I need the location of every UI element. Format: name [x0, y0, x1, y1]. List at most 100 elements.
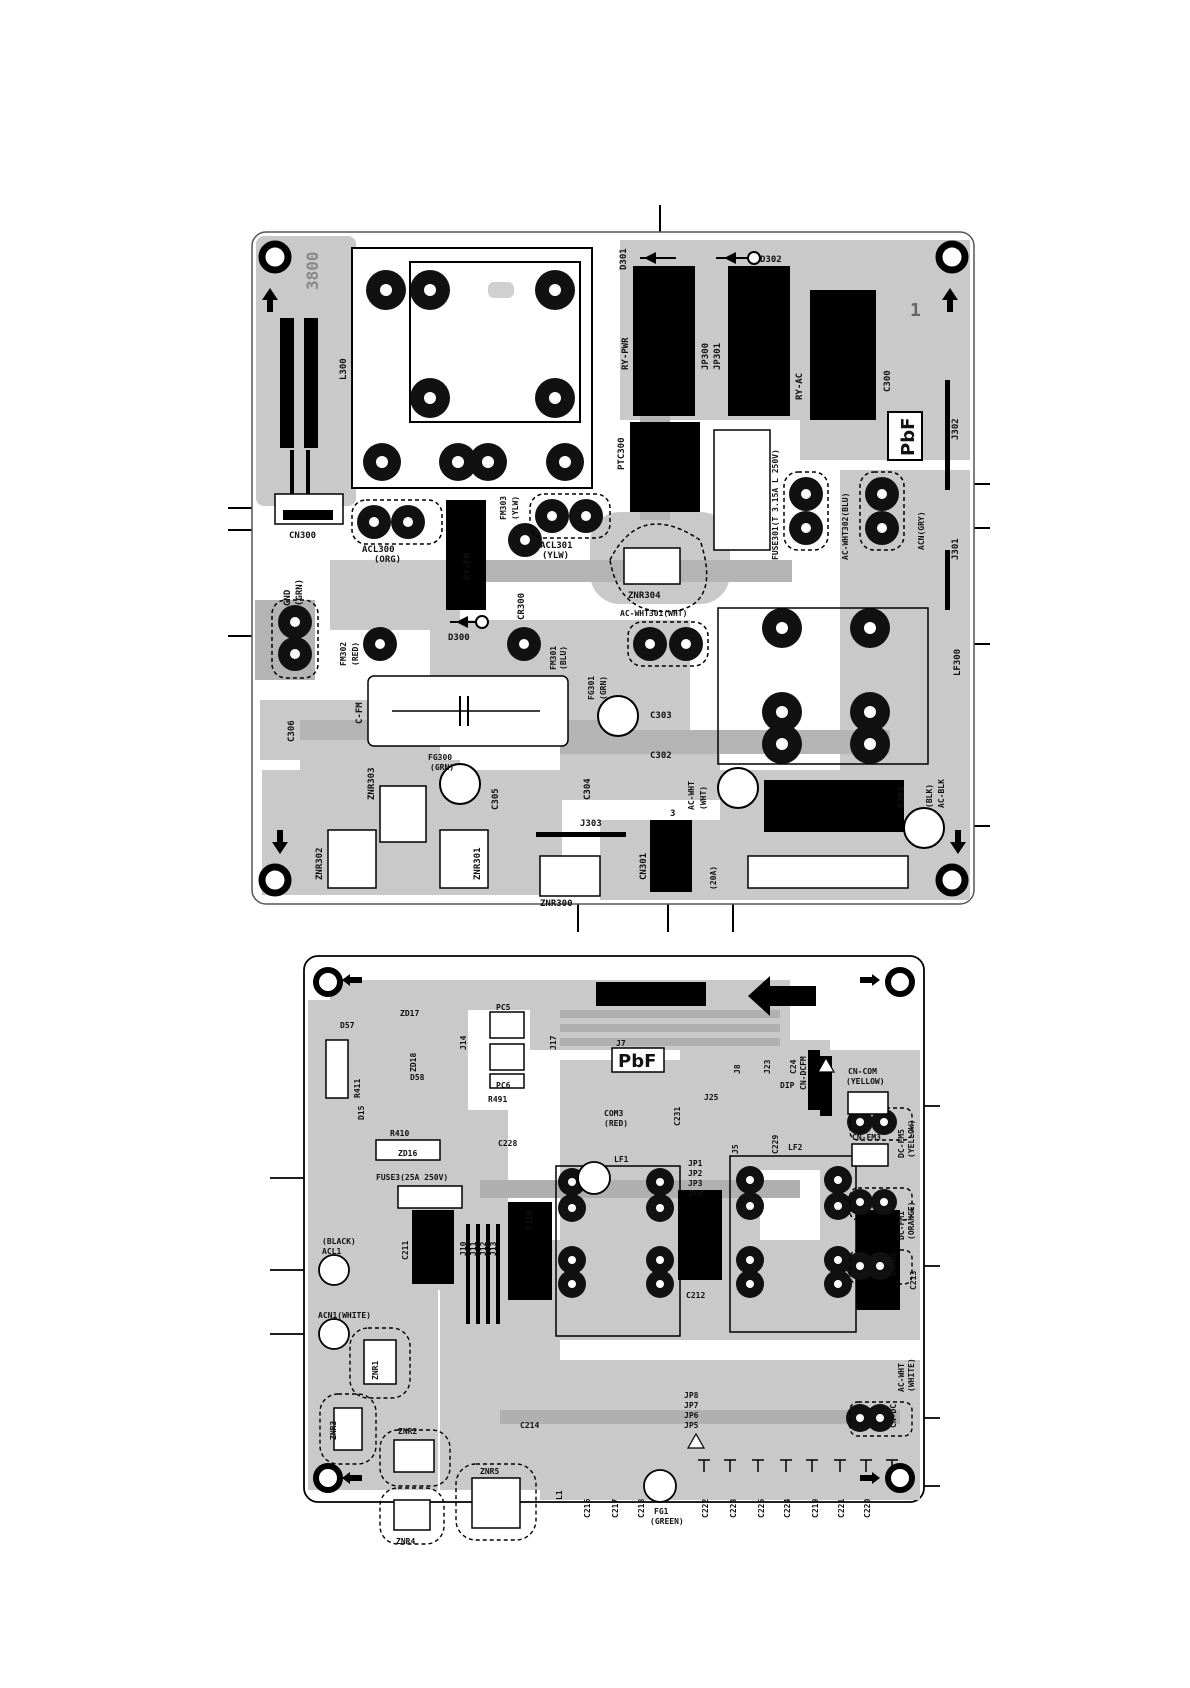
c224-label: C224	[783, 1499, 792, 1518]
c303-label: C303	[650, 711, 672, 721]
acl300-color-label: (ORG)	[374, 555, 401, 565]
board-2-corner-arrows	[342, 974, 880, 1484]
znr1-label: ZNR1	[371, 1361, 380, 1380]
c225-label: C225	[757, 1499, 766, 1518]
fm302-color-label: (RED)	[351, 642, 360, 666]
c301-label: C301	[897, 786, 907, 808]
r411-resistor	[325, 1039, 349, 1099]
fg300-color-label: (GRN)	[430, 763, 454, 772]
lf-terminal-centres	[568, 1118, 888, 1422]
warning-triangle-icon	[816, 1056, 836, 1073]
cn-com-connector	[847, 1091, 889, 1115]
cn301-pin-label: 3	[670, 809, 675, 819]
j14-label: J14	[459, 1035, 468, 1050]
pin-one-mark: 1	[910, 300, 921, 321]
ptc300-part	[630, 422, 700, 512]
jp1-label: JP1	[688, 1159, 703, 1168]
dc-fm5-color-label: (YELLOW)	[907, 1119, 916, 1158]
jp4-label: JP4	[688, 1189, 703, 1198]
jp301-label: JP301	[713, 343, 723, 370]
board-2-diagram: PbF	[0, 940, 1190, 1684]
acl300-label: ACL300	[362, 545, 395, 555]
fg301-label: FG301	[587, 676, 596, 700]
j13-label: J13	[489, 1241, 498, 1256]
warning-triangle-icon-2	[686, 1432, 706, 1449]
c212-label: C212	[686, 1291, 705, 1300]
lf300-label: LF300	[953, 649, 963, 676]
r491-label: R491	[488, 1095, 507, 1104]
cn-com-label: CN-COM	[848, 1067, 877, 1076]
jp8-label: JP8	[684, 1391, 699, 1400]
ac-wht-label: AC-WHT	[687, 781, 696, 810]
j12-label: J12	[479, 1241, 488, 1256]
fm301-label: FM301	[549, 646, 558, 670]
j303-bar	[536, 832, 626, 837]
d301-label: D301	[619, 248, 629, 270]
board-2-mounting-holes	[313, 967, 915, 1493]
l300-inductor	[280, 318, 318, 500]
cn301-label: CN301	[639, 853, 649, 880]
znr303-label: ZNR303	[367, 767, 377, 800]
ac-wht301-label: AC-WHT301(WHT)	[620, 609, 687, 618]
fuse3-label: FUSE3(25A 250V)	[376, 1173, 448, 1182]
board-1-direction-arrows	[262, 288, 966, 854]
label-band	[596, 982, 706, 1006]
c213-label: C213	[909, 1271, 918, 1290]
c217-label: C217	[611, 1499, 620, 1518]
d58-label: D58	[410, 1073, 425, 1082]
j302-label: J302	[951, 418, 961, 440]
pbf-badge-1	[887, 411, 923, 461]
j17-label: J17	[549, 1035, 558, 1050]
board-2-round-terminals	[318, 1161, 677, 1503]
j5-label: J5	[731, 1144, 740, 1154]
jp7-label: JP7	[684, 1401, 699, 1410]
dip-label: DIP	[780, 1081, 795, 1090]
cn-dc-b-label: CN-DC	[889, 1404, 898, 1428]
fuse301-label: FUSE301(T 3.15A L 250V)	[771, 449, 780, 560]
znr304-label: ZNR304	[628, 591, 661, 601]
c221-label: C221	[837, 1499, 846, 1518]
c214-label: C214	[520, 1421, 539, 1430]
zd18-label: ZD18	[409, 1053, 418, 1072]
zd16-label: ZD16	[398, 1149, 417, 1158]
fm303-label: FM303	[499, 496, 508, 520]
ptc300-label: PTC300	[617, 437, 627, 470]
d57-label: D57	[340, 1021, 355, 1030]
pbf-label-1: PbF	[898, 418, 919, 456]
lf300-filter	[717, 607, 929, 765]
pbf-badge-2	[611, 1047, 665, 1073]
c220-label: C220	[863, 1499, 872, 1518]
ac-wht-color-label: (WHT)	[699, 786, 708, 810]
j7-label: J7	[616, 1039, 626, 1048]
board-1-mounting-holes	[258, 240, 969, 897]
l300-label: L300	[339, 358, 349, 380]
d302-label: D302	[760, 255, 782, 265]
j11-label: J11	[469, 1241, 478, 1256]
fuse-20a-label: (20A)	[709, 866, 718, 890]
ac-wht-color-label-2: (WHITE)	[907, 1358, 916, 1392]
c304-label: C304	[583, 778, 593, 800]
ac-wht-label-2: AC-WHT	[897, 1363, 906, 1392]
board-2-znr-boxes	[333, 1339, 521, 1531]
acn1-label: ACN1(WHITE)	[318, 1311, 371, 1320]
fuse301-holder	[713, 429, 771, 551]
cn-dc-a-label: CN-DC	[889, 1252, 898, 1276]
ry-pwr-relay	[633, 266, 695, 416]
d300-label: D300	[448, 633, 470, 643]
c302-label: C302	[650, 751, 672, 761]
cn-fm3-label: CN-FM3	[852, 1133, 881, 1142]
znr4-label: ZNR4	[396, 1537, 415, 1546]
ry-fm-relay	[446, 500, 486, 610]
ac-wht302-label: AC-WHT302(BLU)	[841, 493, 850, 560]
pbf-label-2: PbF	[618, 1051, 656, 1072]
jp5-label: JP5	[684, 1421, 699, 1430]
dc-fm1-color-label: (ORANGE)	[907, 1201, 916, 1240]
fuse-20a-holder	[747, 855, 909, 889]
flow-arrow	[748, 976, 816, 1016]
c301-capacitor	[764, 780, 904, 832]
fg1-label: FG1	[654, 1507, 669, 1516]
znr3-label: ZNR3	[329, 1421, 338, 1440]
fg1-color-label: (GREEN)	[650, 1517, 684, 1526]
acl301-color-label: (YLW)	[542, 551, 569, 561]
jp6-label: JP6	[684, 1411, 699, 1420]
